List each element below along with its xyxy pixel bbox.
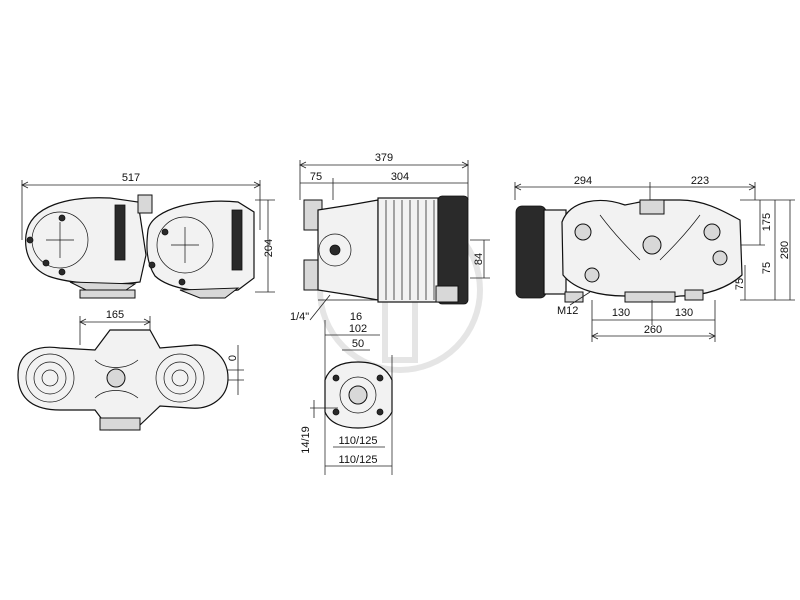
- dim-side-right: 304: [391, 171, 409, 183]
- dim-rear-height-b: 75: [761, 262, 773, 274]
- dim-side-inner: 50: [352, 338, 364, 350]
- dim-side-pcd-outer: 110/125: [339, 454, 378, 466]
- front-view: 517 204: [21, 172, 275, 299]
- dim-side-small-height: 84: [473, 253, 485, 265]
- dim-side-total: 379: [375, 152, 393, 164]
- dim-top-offset: 0: [227, 355, 239, 361]
- dim-rear-spacing-total: 260: [644, 324, 662, 336]
- dim-rear-left: 294: [574, 175, 592, 187]
- dim-side-bolt: 14/19: [300, 426, 312, 454]
- dim-top-spacing: 165: [106, 309, 124, 321]
- dim-side-pcd-inner: 110/125: [339, 435, 378, 447]
- dim-side-flange: 16: [350, 311, 362, 323]
- dim-rear-spacing-right: 130: [675, 307, 693, 319]
- rear-view: 294 223 175 75 280 75 M12: [514, 175, 795, 342]
- dim-rear-height-a: 175: [761, 213, 773, 231]
- dim-rear-bolt: M12: [557, 305, 578, 317]
- top-view: 165 0: [17, 309, 244, 431]
- dim-rear-height-total: 280: [779, 241, 791, 259]
- dim-side-hole-spacing: 102: [349, 323, 367, 335]
- dim-front-height: 204: [263, 239, 275, 257]
- dim-side-thread: 1/4": [290, 311, 309, 323]
- dim-rear-spacing-left: 130: [612, 307, 630, 319]
- dim-side-left: 75: [310, 171, 322, 183]
- dim-rear-right: 223: [691, 175, 709, 187]
- side-view: 379 75 304 84 1/: [290, 152, 490, 475]
- dim-front-width: 517: [122, 172, 140, 184]
- dim-rear-height-c: 75: [734, 278, 746, 290]
